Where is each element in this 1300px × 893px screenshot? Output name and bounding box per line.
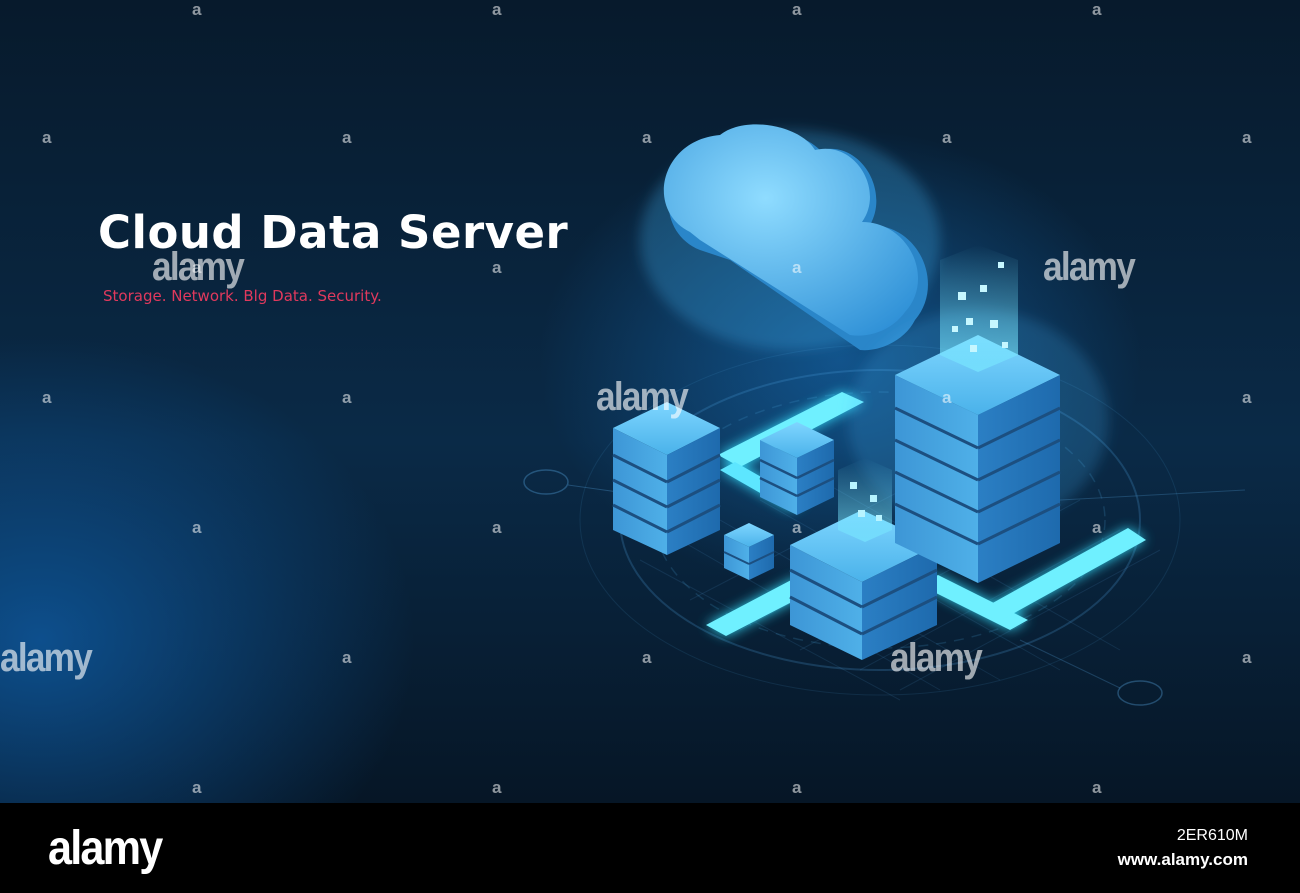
mini-watermark: a	[1242, 648, 1252, 667]
alamy-logo: alamy	[48, 822, 163, 875]
hero-illustration: Cloud Data Server Storage. Network. Blg …	[0, 0, 1300, 803]
watermark: alamy	[0, 636, 93, 680]
site-url: www.alamy.com	[1117, 850, 1248, 869]
mini-watermark: a	[1092, 518, 1102, 537]
mini-watermark: a	[1242, 128, 1252, 147]
mini-watermark: a	[1092, 0, 1102, 19]
server-rack-icon-small	[759, 422, 835, 515]
watermark: alamy	[596, 375, 689, 419]
mini-watermark: a	[42, 128, 52, 147]
isometric-server-scene	[523, 124, 1246, 706]
mini-watermark: a	[342, 128, 352, 147]
mini-watermark: a	[492, 0, 502, 19]
image-id: 2ER610M	[1176, 827, 1248, 844]
data-tower-icon	[848, 245, 1108, 583]
page-title: Cloud Data Server	[98, 206, 569, 259]
mini-watermark: a	[792, 258, 802, 277]
mini-watermark: a	[642, 648, 652, 667]
mini-watermark: a	[942, 388, 952, 407]
watermark: alamy	[1043, 245, 1136, 289]
mini-watermark: a	[792, 778, 802, 797]
mini-watermark: a	[1092, 778, 1102, 797]
cloud-icon	[640, 124, 940, 351]
watermark: alamy	[152, 245, 245, 289]
stock-footer: alamy 2ER610M www.alamy.com	[0, 803, 1300, 893]
mini-watermark: a	[192, 0, 202, 19]
mini-watermark: a	[792, 518, 802, 537]
mini-watermark: a	[1242, 388, 1252, 407]
mini-watermark: a	[792, 0, 802, 19]
mini-watermark: a	[192, 258, 202, 277]
mini-watermark: a	[192, 778, 202, 797]
mini-watermark: a	[342, 648, 352, 667]
mini-watermark: a	[642, 128, 652, 147]
mini-watermark: a	[342, 388, 352, 407]
mini-watermark: a	[492, 778, 502, 797]
server-unit-icon	[723, 523, 775, 580]
mini-watermark: a	[492, 518, 502, 537]
mini-watermark: a	[42, 388, 52, 407]
server-rack-icon	[612, 402, 721, 555]
mini-watermark: a	[942, 128, 952, 147]
mini-watermark: a	[492, 258, 502, 277]
mini-watermark: a	[192, 518, 202, 537]
page-subtitle: Storage. Network. Blg Data. Security.	[103, 287, 382, 305]
watermark: alamy	[890, 636, 983, 680]
